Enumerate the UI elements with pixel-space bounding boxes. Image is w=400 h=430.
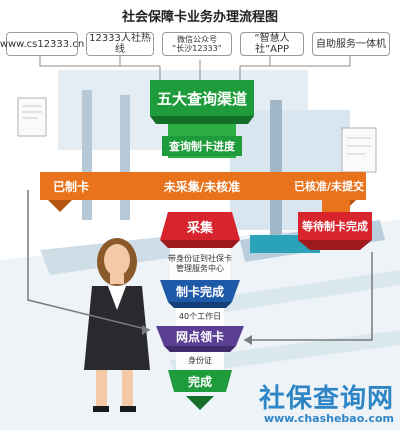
- pickup: 网点领卡: [175, 329, 224, 344]
- staff-figure-icon: [84, 238, 150, 412]
- note-bring-id-center: 带身份证到社保卡 管理服务中心: [168, 254, 232, 273]
- note-id: 身份证: [188, 356, 212, 365]
- channel-app: “智慧人社”APP: [240, 32, 304, 56]
- status-approved: 已核准/未提交: [293, 180, 365, 193]
- main-title: 五大查询渠道: [156, 89, 247, 108]
- channel-kiosk: 自助服务一体机: [312, 32, 390, 56]
- status-made: 已制卡: [52, 179, 89, 194]
- document-left-icon: [17, 97, 47, 137]
- document-right-icon: [341, 127, 377, 173]
- watermark-url: www.chashebao.com: [263, 412, 394, 425]
- page-title: 社会保障卡业务办理流程图: [121, 10, 278, 25]
- note-40-days: 40个工作日: [178, 312, 222, 321]
- channel-website: www.cs12333.cn: [0, 32, 84, 56]
- complete: 完成: [187, 374, 212, 389]
- channel-hotline: 12333人社热线: [86, 32, 154, 56]
- step-collect: 采集: [186, 220, 213, 236]
- make-done: 制卡完成: [175, 284, 224, 299]
- status-not-collected: 未采集/未核准: [163, 179, 241, 194]
- query-progress: 查询制卡进度: [162, 136, 242, 156]
- channel-wechat: 微信公众号 “长沙12333”: [162, 32, 232, 56]
- main-banner: [150, 80, 254, 116]
- wait-done: 等待制卡完成: [302, 220, 368, 233]
- watermark-cn: 社保查询网: [258, 384, 394, 414]
